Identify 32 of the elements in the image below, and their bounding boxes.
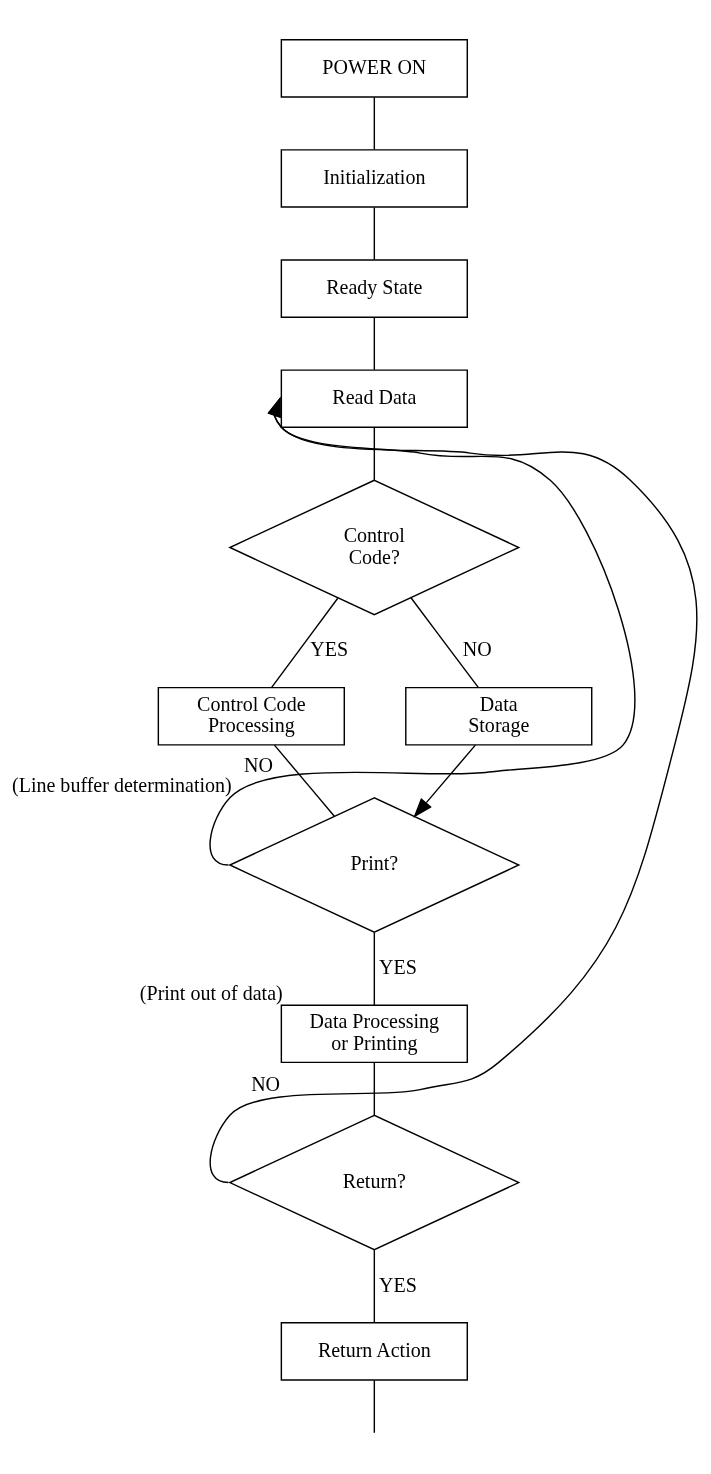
node-box: Control Code Processing xyxy=(157,686,345,746)
node-box: Read Data xyxy=(280,369,468,429)
node-diamond: Return? xyxy=(228,1114,521,1251)
connector xyxy=(373,931,376,1006)
node-label: (Print out of data) xyxy=(139,981,283,1004)
node-box: Ready State xyxy=(280,259,468,318)
edge-label: YES xyxy=(310,638,349,661)
node-box: POWER ON xyxy=(280,39,468,98)
connector xyxy=(373,96,376,151)
connector xyxy=(270,597,339,689)
node-box: Data Storage xyxy=(405,686,593,746)
arrow xyxy=(209,396,698,1184)
arrow xyxy=(413,744,477,818)
connector xyxy=(410,597,479,689)
connector xyxy=(373,1249,376,1324)
connector xyxy=(373,1379,376,1434)
node-box: Return Action xyxy=(280,1322,468,1381)
node-label: (Line buffer determination) xyxy=(12,774,232,797)
connector xyxy=(373,1061,376,1116)
edge-label: NO xyxy=(251,1072,281,1095)
edge-label: YES xyxy=(379,956,417,978)
edge-label: NO xyxy=(244,753,274,776)
edge-label: YES xyxy=(379,1273,417,1296)
node-box: Initialization xyxy=(280,149,468,208)
connector xyxy=(373,426,376,481)
arrow xyxy=(209,396,636,866)
connector xyxy=(373,206,376,261)
edge-label: NO xyxy=(462,638,492,661)
node-box: Data Processing or Printing xyxy=(280,1004,468,1064)
node-diamond: Control Code? xyxy=(228,479,521,616)
connector xyxy=(273,744,336,817)
connector xyxy=(373,316,376,371)
